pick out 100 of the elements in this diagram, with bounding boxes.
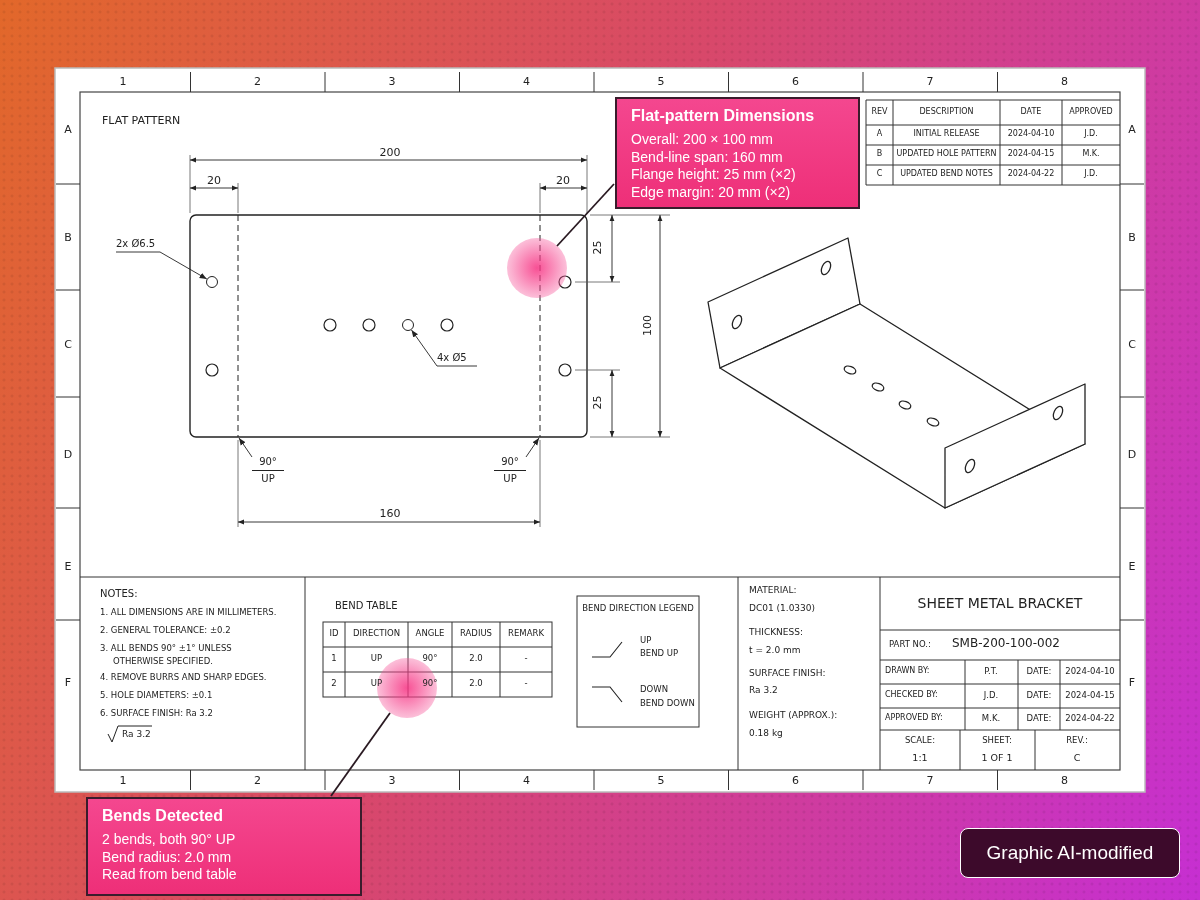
table-value: C [875, 169, 884, 179]
column-header: DATE [1019, 107, 1043, 117]
note-text: 1. ALL DIMENSIONS ARE IN MILLIMETERS. [100, 606, 278, 619]
table-value: A [875, 129, 884, 139]
field-label: APPROVED BY: [885, 713, 943, 723]
table-value: - [523, 678, 529, 689]
table-value: 2024-04-15 [1006, 149, 1056, 159]
zone-marker: 3 [387, 774, 397, 788]
column-header: DIRECTION [352, 628, 401, 639]
roughness-value: Ra 3.2 [122, 729, 151, 740]
field-value: t = 2.0 mm [749, 645, 801, 656]
field-value: 2024-04-22 [1064, 713, 1116, 724]
zone-marker: B [1127, 231, 1137, 245]
field-label: REV.: [1065, 735, 1089, 746]
field-label: WEIGHT (APPROX.): [749, 710, 838, 721]
field-label: DATE: [1025, 713, 1053, 724]
table-title: BEND TABLE [335, 600, 398, 612]
legend-title: BEND DIRECTION LEGEND [581, 603, 695, 614]
table-value: UP [369, 678, 384, 689]
zone-marker: 2 [253, 75, 262, 89]
field-label: MATERIAL: [749, 585, 797, 596]
column-header: REMARK [507, 628, 545, 639]
dimension-note: 4x Ø5 [437, 352, 467, 364]
field-label: CHECKED BY: [885, 690, 938, 700]
zone-marker: A [63, 123, 73, 137]
zone-marker: 7 [925, 774, 935, 788]
zone-marker: 5 [656, 75, 666, 89]
table-value: M.K. [1081, 149, 1101, 159]
zone-marker: D [1126, 448, 1138, 462]
legend-label: DOWN [640, 684, 668, 695]
disclosure-badge: Graphic AI-modified [960, 828, 1180, 878]
zone-marker: C [1127, 338, 1137, 352]
bend-direction: UP [502, 473, 518, 485]
dimension-value: 20 [206, 174, 222, 188]
part-number: SMB-200-100-002 [952, 636, 1060, 651]
table-value: 2.0 [468, 653, 484, 664]
zone-marker: 1 [118, 774, 128, 788]
field-label: PART NO.: [889, 639, 931, 650]
zone-marker: C [63, 338, 73, 352]
note-text: 5. HOLE DIAMETERS: ±0.1 [100, 689, 214, 702]
dimension-note: 2x Ø6.5 [116, 238, 156, 250]
column-header: APPROVED [1068, 107, 1114, 117]
zone-marker: E [63, 560, 73, 574]
bend-angle: 90° [494, 456, 526, 471]
zone-marker: 6 [791, 774, 800, 788]
field-label: SURFACE FINISH: [749, 668, 826, 679]
field-value: P.T. [983, 666, 999, 677]
dimension-value: 200 [378, 146, 402, 160]
callout-heading: Flat-pattern Dimensions [631, 107, 816, 125]
column-header: DESCRIPTION [918, 107, 975, 117]
dimension-value: 160 [378, 507, 402, 521]
callout-text: Overall: 200 × 100 mm [631, 131, 774, 149]
callout-heading: Bends Detected [102, 807, 224, 825]
table-value: UPDATED BEND NOTES [899, 169, 994, 179]
bend-angle: 90° [252, 456, 284, 471]
zone-marker: 8 [1060, 774, 1069, 788]
zone-marker: 4 [522, 774, 531, 788]
table-value: B [875, 149, 884, 159]
notes-heading: NOTES: [100, 588, 138, 600]
field-value: 1 OF 1 [980, 752, 1014, 764]
field-value: C [1072, 752, 1082, 764]
legend-description: BEND DOWN [640, 698, 695, 709]
column-header: ID [328, 628, 340, 639]
zone-marker: F [63, 676, 73, 690]
field-value: Ra 3.2 [749, 685, 778, 696]
zone-marker: 2 [253, 774, 262, 788]
callout-text: Bend-line span: 160 mm [631, 148, 784, 166]
table-value: 2.0 [468, 678, 484, 689]
field-label: THICKNESS: [749, 627, 803, 638]
dimension-value: 25 [591, 394, 605, 412]
zone-marker: A [1127, 123, 1137, 137]
bend-direction: UP [260, 473, 276, 485]
table-value: UP [369, 653, 384, 664]
highlight-spot [507, 238, 567, 298]
table-value: - [523, 653, 529, 664]
field-label: DATE: [1025, 666, 1053, 677]
note-text: 3. ALL BENDS 90° ±1° UNLESS OTHERWISE SPECIFIED. [100, 642, 233, 669]
table-value: 90° [421, 653, 439, 664]
field-value: 0.18 kg [749, 728, 783, 739]
field-label: SCALE: [903, 735, 937, 746]
dimension-value: 20 [555, 174, 571, 188]
field-value: DC01 (1.0330) [749, 603, 816, 614]
field-label: SHEET: [981, 735, 1013, 746]
legend-description: BEND UP [640, 648, 679, 659]
column-header: RADIUS [458, 628, 493, 639]
dimension-value: 25 [591, 239, 605, 257]
note-text: 4. REMOVE BURRS AND SHARP EDGES. [100, 671, 268, 684]
callout-text: Flange height: 25 mm (×2) [631, 166, 797, 184]
callout-text: Edge margin: 20 mm (×2) [631, 183, 792, 201]
zone-marker: 6 [791, 75, 800, 89]
callout-box [615, 97, 860, 209]
field-value: J.D. [982, 690, 1000, 701]
field-label: DATE: [1025, 690, 1053, 701]
drawing-title: SHEET METAL BRACKET [916, 595, 1084, 612]
zone-marker: F [1127, 676, 1137, 690]
zone-marker: B [63, 231, 73, 245]
callout-text: Read from bend table [102, 866, 238, 884]
table-value: 2024-04-10 [1006, 129, 1056, 139]
table-value: INITIAL RELEASE [912, 129, 981, 139]
zone-marker: D [62, 448, 74, 462]
